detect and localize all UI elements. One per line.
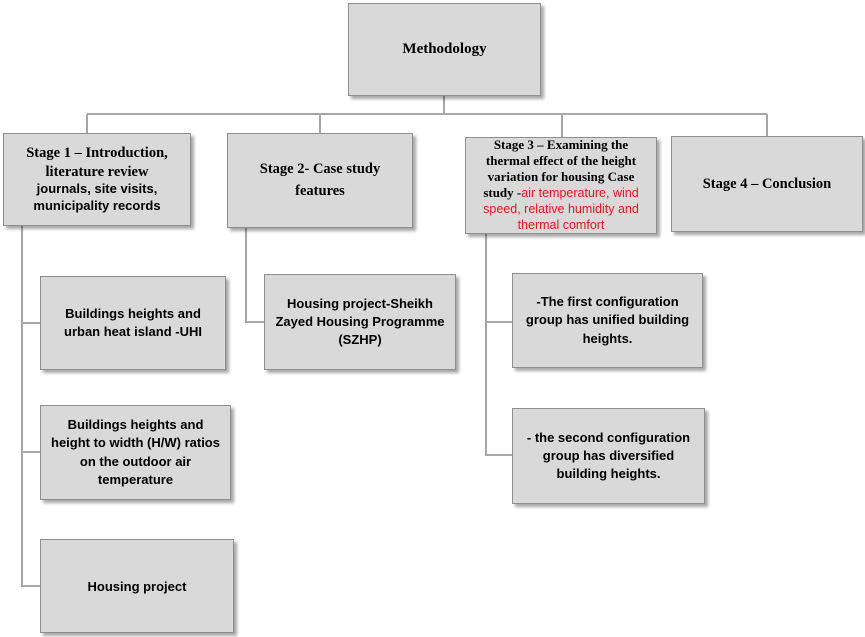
methodology-label: Methodology <box>402 41 487 57</box>
stage2-box: Stage 2- Case study features <box>227 133 413 228</box>
stage3-title-line2: thermal effect of the height <box>485 153 637 169</box>
stage1-child-housing: Housing project <box>40 539 234 633</box>
stage3-child-diversified-text: - the second configuration group has div… <box>526 429 691 482</box>
stage1-child-hw-ratio-text: Buildings heights and height to width (H… <box>51 417 220 487</box>
stage1-child-housing-text: Housing project <box>87 578 187 594</box>
stage3-child-unified-text: -The first configuration group has unifi… <box>525 294 690 346</box>
stage1-title: Stage 1 – Introduction, literature revie… <box>26 144 168 180</box>
stage2-child-szhp-text: Housing project-Sheikh Zayed Housing Pro… <box>275 295 445 348</box>
stage1-box: Stage 1 – Introduction, literature revie… <box>3 133 191 226</box>
stage4-title: Stage 4 – Conclusion <box>702 175 832 192</box>
stage1-child-uhi: Buildings heights and urban heat island … <box>40 276 226 370</box>
methodology-box: Methodology <box>348 3 541 96</box>
stage3-title-line1: Stage 3 – Examining the <box>493 137 629 153</box>
stage3-box: Stage 3 – Examining the thermal effect o… <box>465 137 657 234</box>
stage3-title-line4: study -air temperature, wind speed, rela… <box>466 185 656 234</box>
stage2-child-szhp: Housing project-Sheikh Zayed Housing Pro… <box>264 274 456 370</box>
connector-stage2-trunk <box>245 228 264 323</box>
stage3-study-prefix: study - <box>483 184 522 200</box>
stage1-subtitle: journals, site visits, municipality reco… <box>33 181 161 214</box>
stage3-highlight-text: air temperature, wind speed, relative hu… <box>483 185 639 233</box>
connector-stage3-trunk <box>485 234 512 456</box>
stage2-title: Stage 2- Case study features <box>259 161 381 199</box>
stage4-box: Stage 4 – Conclusion <box>671 136 863 232</box>
stage1-child-hw-ratio: Buildings heights and height to width (H… <box>40 405 231 500</box>
stage3-child-diversified: - the second configuration group has div… <box>512 408 705 504</box>
stage1-child-uhi-text: Buildings heights and urban heat island … <box>64 305 202 339</box>
connector-stage1-trunk <box>21 226 40 587</box>
stage3-title-line3: variation for housing Case <box>487 169 635 185</box>
stage3-child-unified: -The first configuration group has unifi… <box>512 273 703 368</box>
